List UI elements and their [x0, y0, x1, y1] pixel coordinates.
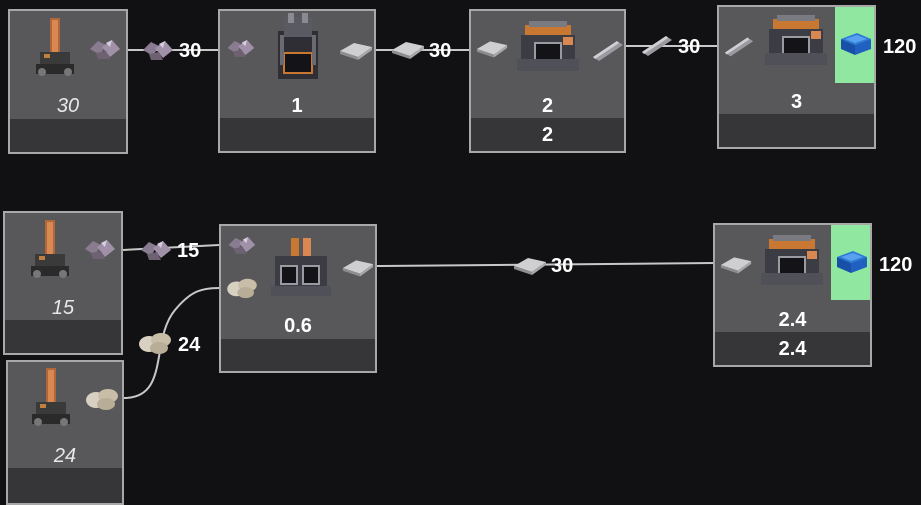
metal-rod-icon	[593, 41, 623, 61]
crusher-machine-icon	[278, 13, 318, 79]
crystal-ore-icon	[141, 241, 171, 260]
flow-rate-label: 15	[177, 240, 200, 262]
machine-count: 3	[790, 91, 803, 113]
node-miner-bottom[interactable]: 24	[6, 360, 124, 505]
machine-count: 1	[291, 95, 303, 117]
assembler-machine-icon	[761, 235, 823, 285]
machine-count: 24	[53, 445, 77, 467]
metal-plate-icon	[514, 258, 546, 275]
mining-drill-icon	[31, 220, 69, 278]
crystal-ore-icon	[143, 41, 173, 60]
flow-rate-label: 30	[678, 36, 701, 58]
crystal-ore-icon	[227, 40, 255, 57]
stone-icon	[227, 278, 257, 299]
output-rate-label: 120	[879, 254, 913, 276]
crystal-ore-icon	[85, 240, 115, 259]
node-miner-top[interactable]: 30	[8, 9, 128, 154]
machine-count: 2	[541, 95, 554, 117]
blue-crate-icon	[837, 251, 867, 273]
metal-plate-icon	[342, 260, 374, 277]
metal-rod-icon	[642, 36, 672, 56]
machine-count: 0.6	[284, 315, 312, 337]
mining-drill-icon	[36, 18, 74, 76]
flow-rate-label: 30	[429, 40, 452, 62]
node-refinery-mid[interactable]: 0.6	[219, 224, 377, 373]
node-assembler-top[interactable]: 3	[717, 5, 876, 149]
node-assembler-right[interactable]: 2.4 2.4	[713, 223, 872, 367]
refinery-machine-icon	[271, 238, 331, 296]
metal-rod-icon	[724, 37, 754, 57]
crystal-ore-icon	[228, 237, 256, 254]
flow-rate-label: 24	[178, 334, 201, 356]
metal-plate-icon	[476, 41, 508, 58]
node-footer	[5, 320, 121, 353]
node-footer	[8, 468, 122, 503]
stone-icon	[139, 333, 171, 354]
node-crusher-top[interactable]: 1	[218, 9, 376, 153]
metal-plate-icon	[340, 43, 372, 60]
node-footer	[221, 339, 375, 371]
flow-rate-label: 30	[179, 40, 202, 62]
blue-crate-icon	[841, 33, 871, 55]
metal-plate-icon	[720, 257, 752, 274]
stone-icon	[86, 389, 118, 410]
constructor-machine-icon	[517, 21, 579, 71]
node-footer	[220, 118, 374, 151]
machine-count: 2.4	[778, 309, 807, 331]
output-rate-label: 120	[883, 36, 917, 58]
node-footer: 2.4	[715, 332, 870, 365]
machine-count: 15	[51, 297, 75, 319]
node-constructor-top[interactable]: 2 2	[469, 9, 626, 153]
node-footer	[719, 114, 874, 147]
crystal-ore-icon	[90, 40, 120, 59]
assembler-machine-icon	[765, 15, 827, 65]
node-footer	[10, 119, 126, 152]
flow-rate-label: 30	[551, 255, 574, 277]
node-footer: 2	[471, 118, 624, 151]
metal-plate-icon	[392, 42, 424, 59]
mining-drill-icon	[32, 368, 70, 426]
node-miner-mid[interactable]: 15	[3, 211, 123, 355]
machine-count: 30	[56, 95, 80, 117]
